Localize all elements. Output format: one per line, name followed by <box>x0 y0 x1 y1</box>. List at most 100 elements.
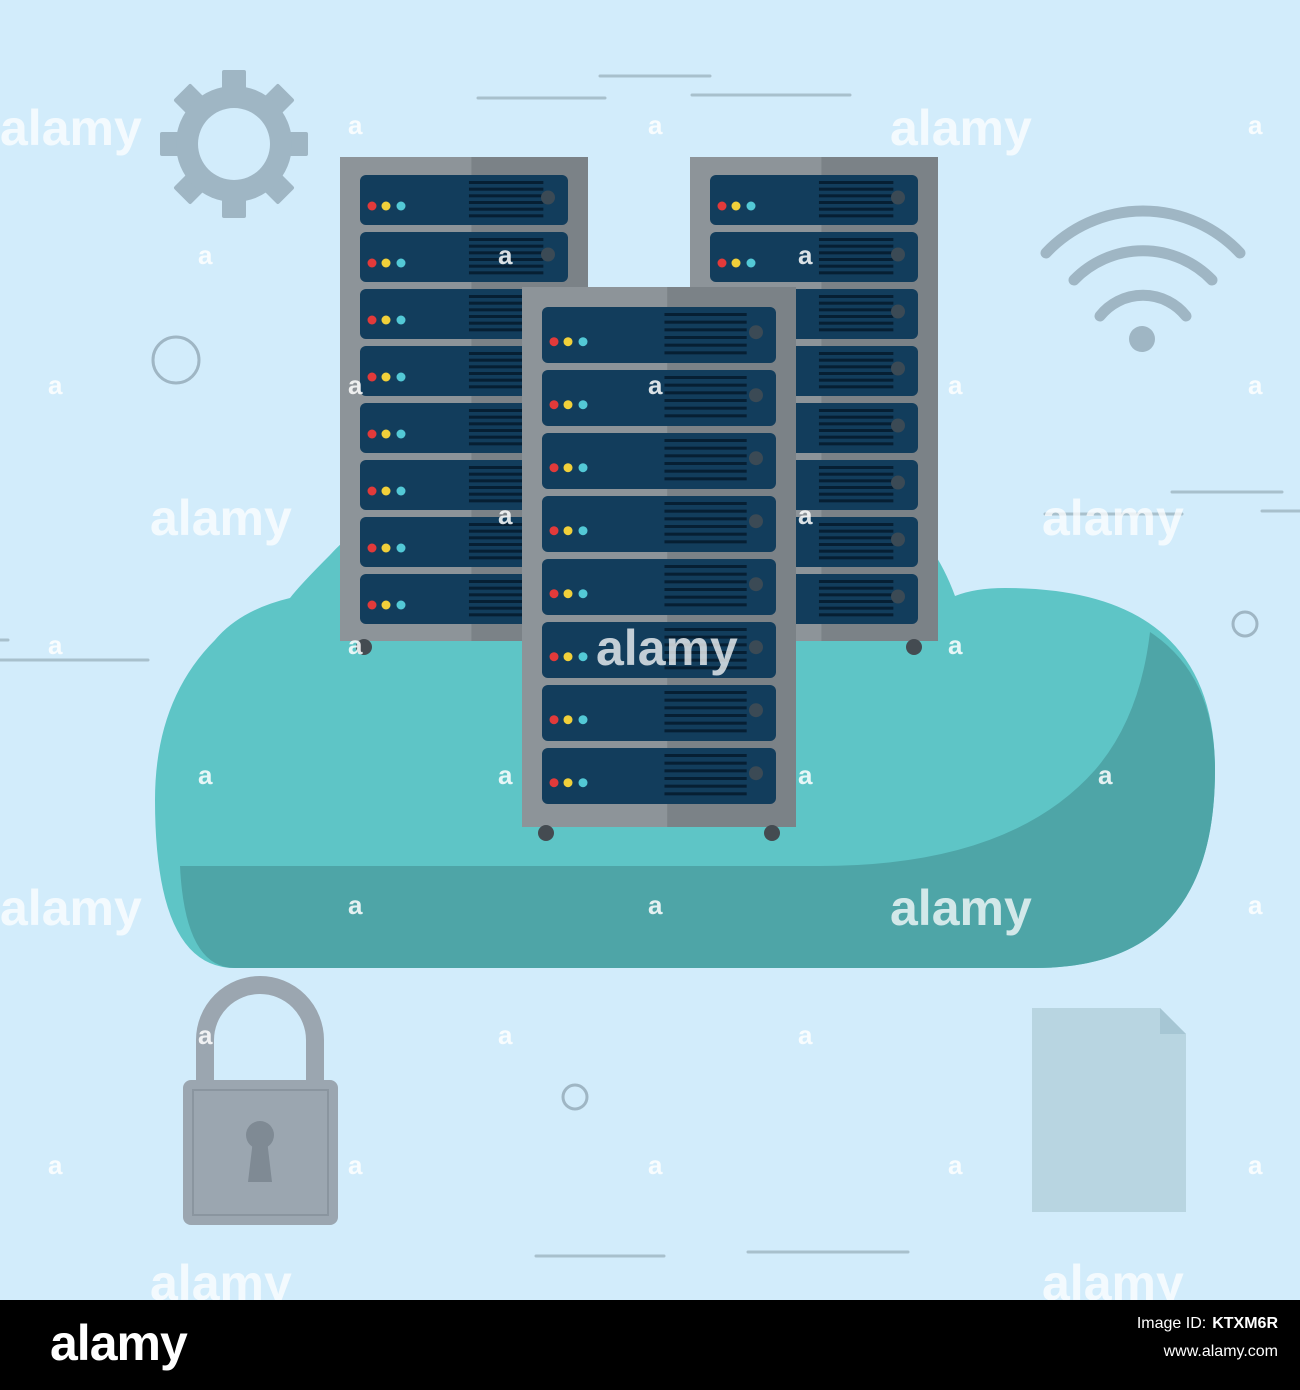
led-yellow <box>731 201 741 211</box>
led-yellow <box>381 543 391 553</box>
led-yellow <box>563 337 573 347</box>
led-red <box>549 589 559 599</box>
server-rack-center <box>522 287 796 841</box>
led-red <box>367 258 377 268</box>
led-red <box>549 778 559 788</box>
watermark-mark: a <box>498 760 513 790</box>
wifi-icon <box>1040 205 1246 352</box>
led-red <box>367 429 377 439</box>
server-unit <box>710 232 918 282</box>
watermark-mark: a <box>1248 1150 1263 1180</box>
watermark-mark: a <box>798 500 813 530</box>
watermark-mark: a <box>498 240 513 270</box>
led-cyan <box>578 463 588 473</box>
power-button <box>749 514 763 529</box>
led-cyan <box>396 201 406 211</box>
power-button <box>891 589 905 604</box>
led-cyan <box>396 543 406 553</box>
led-red <box>549 652 559 662</box>
watermark-mark: a <box>348 630 363 660</box>
watermark-text: alamy <box>150 490 292 546</box>
led-yellow <box>381 429 391 439</box>
server-unit <box>542 496 776 552</box>
watermark-text: alamy <box>1042 1255 1184 1300</box>
watermark-mark: a <box>48 1150 63 1180</box>
watermark-mark: a <box>348 890 363 920</box>
server-unit <box>542 559 776 615</box>
server-unit <box>360 232 568 282</box>
led-yellow <box>381 486 391 496</box>
watermark-text: alamy <box>0 100 142 156</box>
power-button <box>749 640 763 655</box>
led-cyan <box>396 600 406 610</box>
power-button <box>541 247 555 262</box>
decorative-lines <box>0 74 1300 1258</box>
power-button <box>749 325 763 340</box>
led-yellow <box>563 589 573 599</box>
footer-bar: alamy Image ID: KTXM6R www.alamy.com <box>0 1300 1300 1390</box>
server-unit <box>542 307 776 363</box>
brand-logo: alamy <box>50 1315 188 1371</box>
led-yellow <box>381 372 391 382</box>
watermark-text: alamy <box>596 620 738 676</box>
led-cyan <box>578 778 588 788</box>
watermark-text: alamy <box>890 100 1032 156</box>
server-unit <box>542 433 776 489</box>
image-id-label: Image ID: <box>1136 1315 1207 1332</box>
power-button <box>891 190 905 205</box>
led-cyan <box>578 526 588 536</box>
watermark-mark: a <box>798 240 813 270</box>
watermark-mark: a <box>648 1150 663 1180</box>
watermark-mark: a <box>648 110 663 140</box>
power-button <box>749 577 763 592</box>
led-red <box>717 258 727 268</box>
led-yellow <box>563 526 573 536</box>
power-button <box>891 532 905 547</box>
watermark-mark: a <box>1248 890 1263 920</box>
led-cyan <box>578 589 588 599</box>
led-cyan <box>578 652 588 662</box>
server-unit <box>542 622 776 678</box>
server-racks <box>340 157 938 841</box>
server-unit <box>542 370 776 426</box>
watermark-mark: a <box>798 1020 813 1050</box>
power-button <box>749 451 763 466</box>
led-yellow <box>563 463 573 473</box>
image-id: KTXM6R <box>1212 1315 1278 1332</box>
watermark-mark: a <box>198 1020 213 1050</box>
site-url: www.alamy.com <box>1163 1343 1278 1360</box>
led-cyan <box>396 429 406 439</box>
watermark-mark: a <box>498 1020 513 1050</box>
led-red <box>367 201 377 211</box>
power-button <box>891 361 905 376</box>
led-yellow <box>381 315 391 325</box>
power-button <box>891 304 905 319</box>
watermark-mark: a <box>1248 110 1263 140</box>
watermark-mark: a <box>348 370 363 400</box>
watermark-mark: a <box>498 500 513 530</box>
power-button <box>749 766 763 781</box>
power-button <box>749 388 763 403</box>
led-red <box>367 486 377 496</box>
watermark-mark: a <box>948 630 963 660</box>
server-unit <box>542 748 776 804</box>
server-unit <box>360 460 568 510</box>
led-red <box>367 315 377 325</box>
server-unit <box>360 517 568 567</box>
power-button <box>541 190 555 205</box>
led-red <box>367 600 377 610</box>
watermark-text: alamy <box>0 880 142 936</box>
led-red <box>367 372 377 382</box>
watermark-mark: a <box>348 110 363 140</box>
power-button <box>891 247 905 262</box>
led-yellow <box>563 652 573 662</box>
watermark-mark: a <box>48 630 63 660</box>
file-icon <box>1032 1008 1186 1212</box>
led-red <box>367 543 377 553</box>
watermark-mark: a <box>198 760 213 790</box>
watermark-text: alamy <box>150 1255 292 1300</box>
led-cyan <box>746 201 756 211</box>
led-yellow <box>381 258 391 268</box>
